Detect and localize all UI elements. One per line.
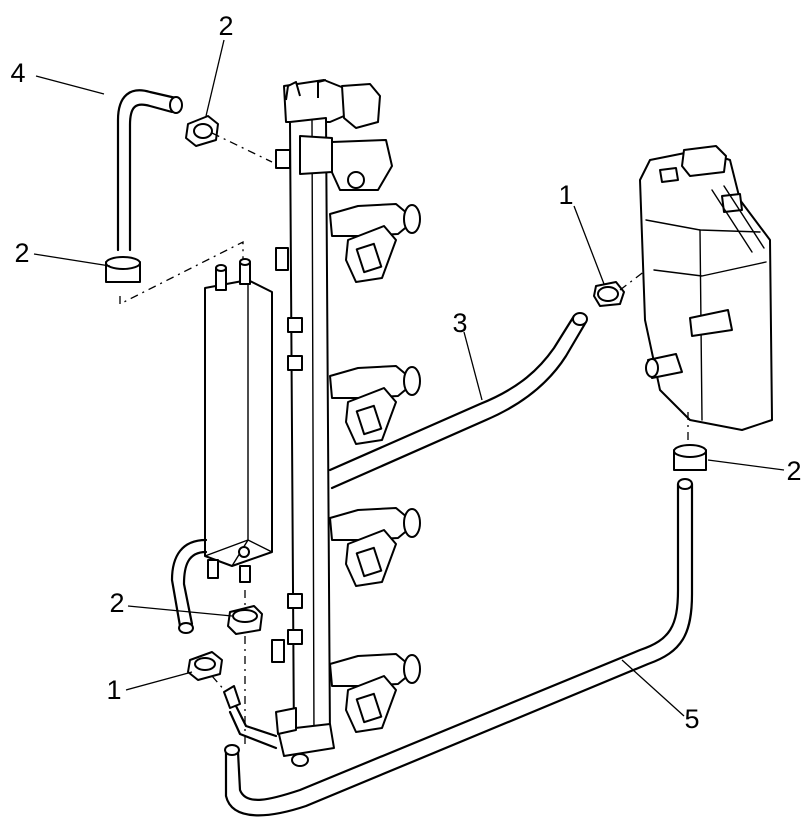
hose-4 — [116, 89, 183, 252]
clamp-2-lower — [227, 605, 263, 635]
callout-4: 4 — [10, 58, 25, 88]
hose-5 — [224, 478, 694, 817]
damper-return-hose — [170, 538, 208, 634]
callout-2-top: 2 — [218, 11, 233, 41]
clamp-2-right — [673, 444, 707, 471]
callout-1-lower: 1 — [106, 675, 121, 705]
injector-1 — [329, 203, 421, 283]
callout-3: 3 — [452, 308, 467, 338]
callout-1-right: 1 — [558, 180, 573, 210]
injector-2 — [329, 365, 421, 445]
clamp-2-top — [185, 115, 219, 147]
canister — [639, 145, 773, 431]
clamp-2-left — [105, 256, 141, 283]
clamp-1-right — [593, 281, 625, 307]
hose-3 — [328, 312, 588, 490]
fuel-rail — [271, 79, 381, 767]
clamp-1-lower — [187, 651, 223, 681]
callout-2-left: 2 — [14, 238, 29, 268]
callout-5: 5 — [684, 704, 699, 734]
callout-2-right: 2 — [786, 456, 801, 486]
callout-2-lower: 2 — [109, 588, 124, 618]
pressure-regulator — [299, 135, 393, 191]
rail-return-stub — [223, 685, 278, 750]
injector-4 — [329, 653, 421, 733]
injector-3 — [329, 507, 421, 587]
fuel-damper — [204, 258, 273, 583]
leader-lines — [33, 39, 785, 717]
